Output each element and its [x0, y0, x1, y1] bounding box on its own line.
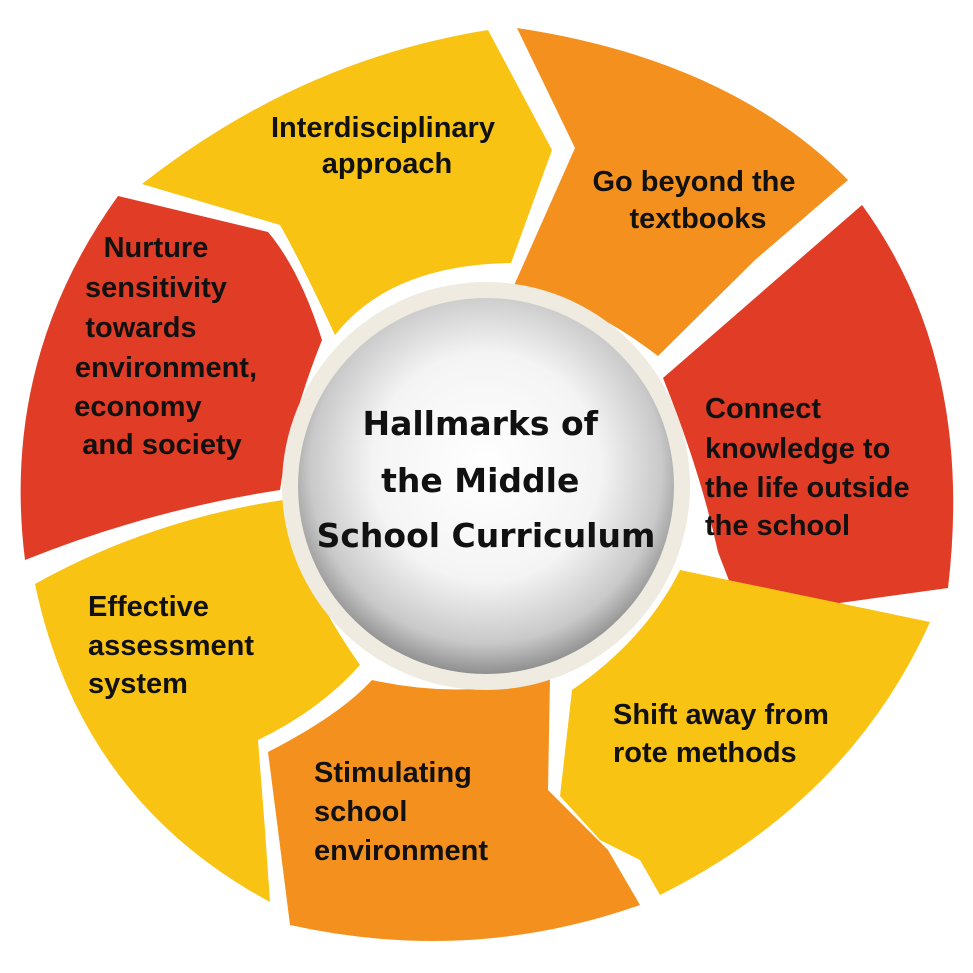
label-shift-rote: Shift away from rote methods [613, 699, 837, 769]
center-title-line: School Curriculum [317, 516, 656, 555]
segment-nurture-sensitivity [20, 196, 323, 560]
label-line: rote methods [613, 737, 797, 769]
segment-beyond-textbooks [512, 28, 848, 356]
label-interdisciplinary: Interdisciplinary approach [271, 112, 503, 180]
segment-connect-knowledge [663, 205, 954, 622]
label-line: Stimulating [314, 757, 472, 789]
label-line: system [88, 668, 188, 700]
label-line: Shift away from [613, 699, 829, 731]
label-line: economy [74, 391, 201, 423]
label-stimulating-environment: Stimulating school environment [314, 757, 488, 867]
segment-stimulating-environment [268, 678, 640, 941]
label-beyond-textbooks: Go beyond the textbooks [592, 166, 803, 235]
segment-interdisciplinary [142, 30, 552, 335]
label-line: and society [82, 429, 242, 461]
center-title: Hallmarks of the Middle School Curriculu… [317, 404, 656, 555]
hub-disc [298, 298, 674, 674]
label-line: environment [314, 835, 488, 867]
label-nurture-sensitivity: Nurture sensitivity towards environment,… [74, 232, 265, 461]
label-line: the school [705, 510, 850, 542]
segment-effective-assessment [35, 500, 360, 902]
label-line: the life outside [705, 472, 910, 504]
center-title-line: the Middle [381, 461, 579, 500]
label-line: approach [322, 148, 453, 180]
label-line: Nurture [104, 232, 209, 264]
label-line: Interdisciplinary [271, 112, 495, 144]
label-line: knowledge to [705, 433, 890, 465]
label-line: Go beyond the [592, 166, 795, 198]
segment-shift-rote [560, 570, 930, 895]
label-line: sensitivity [85, 272, 227, 304]
label-line: Connect [705, 393, 821, 425]
label-line: environment, [75, 352, 257, 384]
label-line: Effective [88, 591, 209, 623]
center-title-line: Hallmarks of [362, 404, 598, 443]
label-line: assessment [88, 630, 254, 662]
label-effective-assessment: Effective assessment system [88, 591, 262, 700]
label-line: textbooks [630, 203, 767, 235]
label-line: school [314, 796, 407, 828]
label-connect-knowledge: Connect knowledge to the life outside th… [705, 393, 918, 542]
label-line: towards [85, 312, 196, 344]
